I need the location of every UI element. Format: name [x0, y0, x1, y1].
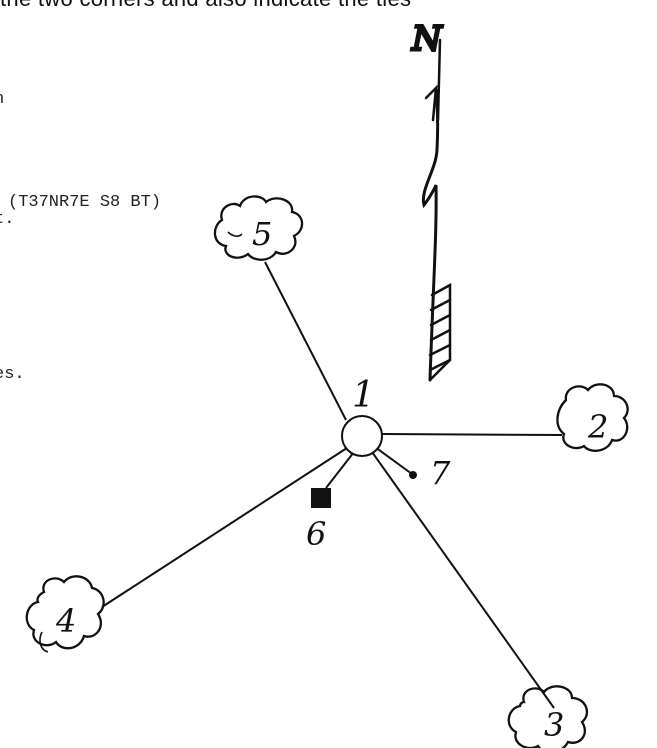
node-2-cloud: 2	[556, 383, 629, 452]
north-arrow: N	[410, 18, 452, 382]
line-to-2	[381, 433, 563, 436]
text-line-1: n	[0, 90, 4, 109]
node-6: 6	[306, 488, 331, 553]
text-line-3: t.	[0, 210, 15, 229]
node-1-label: 1	[352, 375, 375, 416]
node-6-label: 6	[306, 515, 326, 553]
node-3-label: 3	[544, 706, 564, 744]
node-7-label: 7	[430, 454, 451, 492]
north-shaft	[421, 88, 440, 382]
line-to-5	[264, 261, 347, 421]
header-text-fragment: the two corners and also indicate the ti…	[0, 0, 657, 10]
node-7: 7	[409, 454, 451, 492]
node-4-label: 4	[55, 602, 76, 640]
township-range-text: (T37NR7E S8 BT)	[8, 193, 162, 212]
north-label: N	[411, 19, 443, 59]
north-tail-hatch	[428, 282, 452, 382]
node-1: 1	[341, 375, 383, 457]
node-2-label: 2	[587, 408, 608, 446]
node-5-cloud: 5	[213, 195, 304, 261]
line-to-4	[101, 445, 351, 608]
line-to-3	[371, 451, 555, 709]
node-5-label: 5	[252, 215, 272, 253]
text-line-4: es.	[0, 365, 25, 384]
node-3-cloud: 3	[507, 685, 589, 748]
node-4-cloud: 4	[25, 575, 105, 653]
line-to-7	[374, 446, 413, 475]
line-to-6	[325, 451, 355, 489]
connection-lines	[101, 261, 563, 709]
